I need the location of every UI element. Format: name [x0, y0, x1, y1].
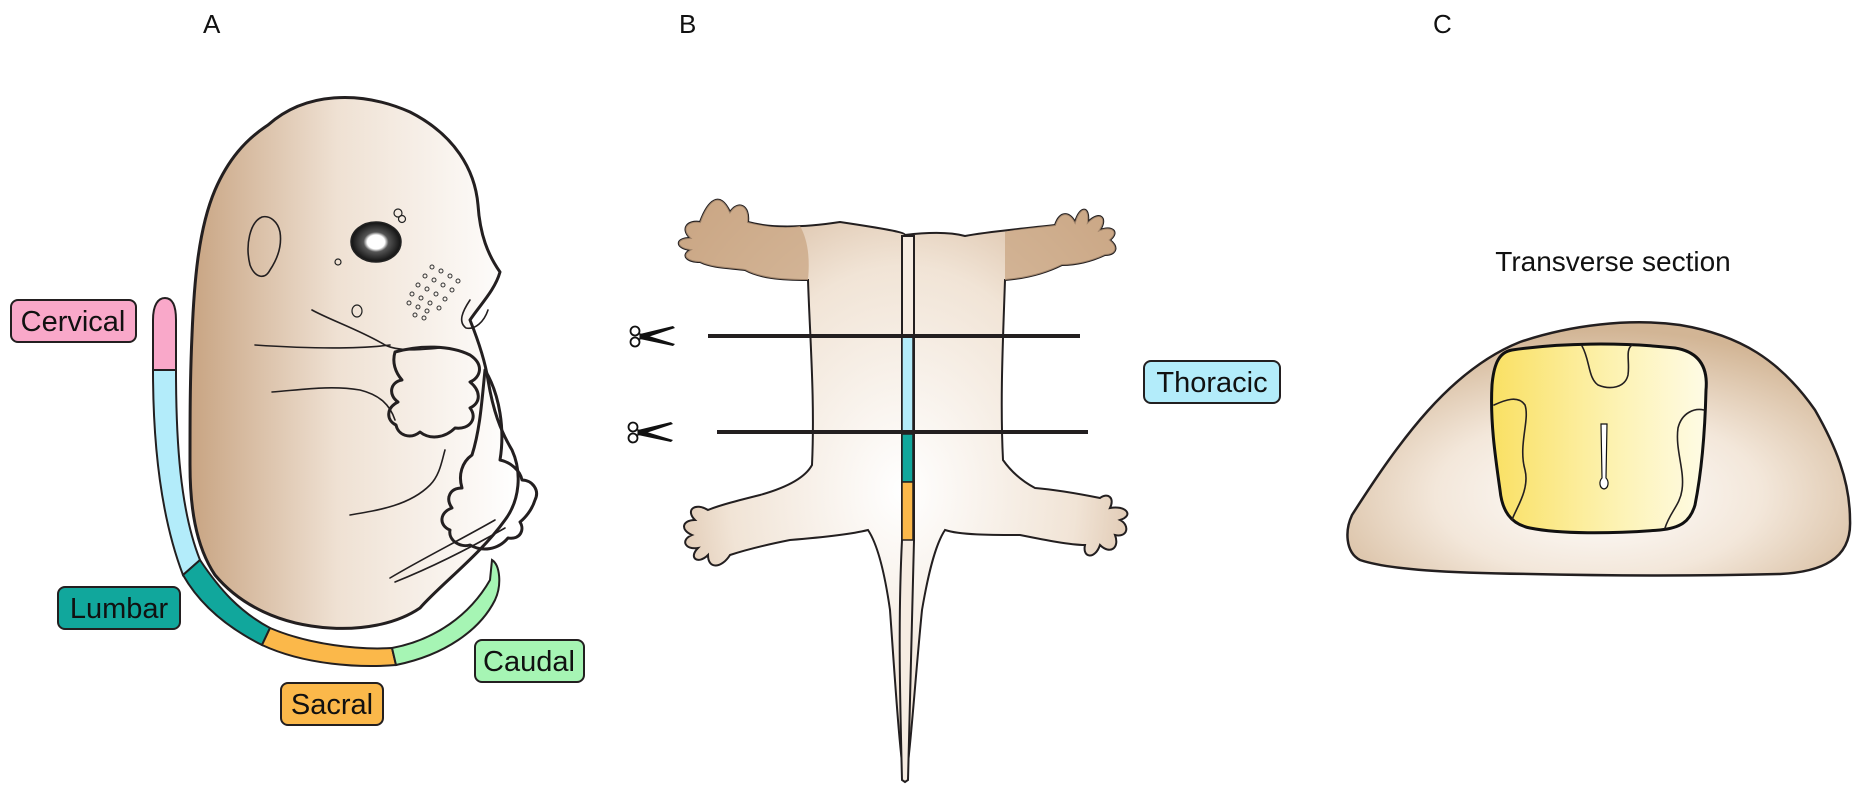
label-thoracic-text: Thoracic — [1156, 367, 1267, 399]
label-lumbar-text: Lumbar — [70, 593, 169, 625]
panel-letter-a: A — [203, 9, 221, 39]
spine-cervical — [153, 298, 176, 370]
label-caudal: Caudal — [475, 640, 584, 682]
embryo-body — [190, 97, 518, 628]
segment-thoracic — [902, 336, 913, 434]
label-caudal-text: Caudal — [483, 646, 575, 678]
panel-a: A — [11, 9, 584, 725]
panel-b: B Thoracic — [629, 9, 1281, 782]
panel-letter-b: B — [679, 9, 696, 39]
spine-sacral — [262, 628, 396, 666]
eye-icon — [351, 222, 401, 262]
label-cervical: Cervical — [11, 300, 136, 342]
scissors-icon — [629, 422, 674, 443]
scissors-icon — [631, 326, 676, 347]
label-sacral: Sacral — [281, 683, 383, 725]
label-thoracic: Thoracic — [1144, 361, 1280, 403]
panel-c: C Transverse section — [1347, 9, 1850, 576]
panel-letter-c: C — [1433, 9, 1452, 39]
segment-sacral — [902, 482, 913, 540]
label-cervical-text: Cervical — [21, 306, 126, 338]
segment-lumbar — [902, 434, 913, 482]
panel-c-title: Transverse section — [1495, 246, 1731, 277]
label-lumbar: Lumbar — [58, 587, 180, 629]
central-canal — [1600, 424, 1608, 489]
label-sacral-text: Sacral — [291, 689, 373, 721]
